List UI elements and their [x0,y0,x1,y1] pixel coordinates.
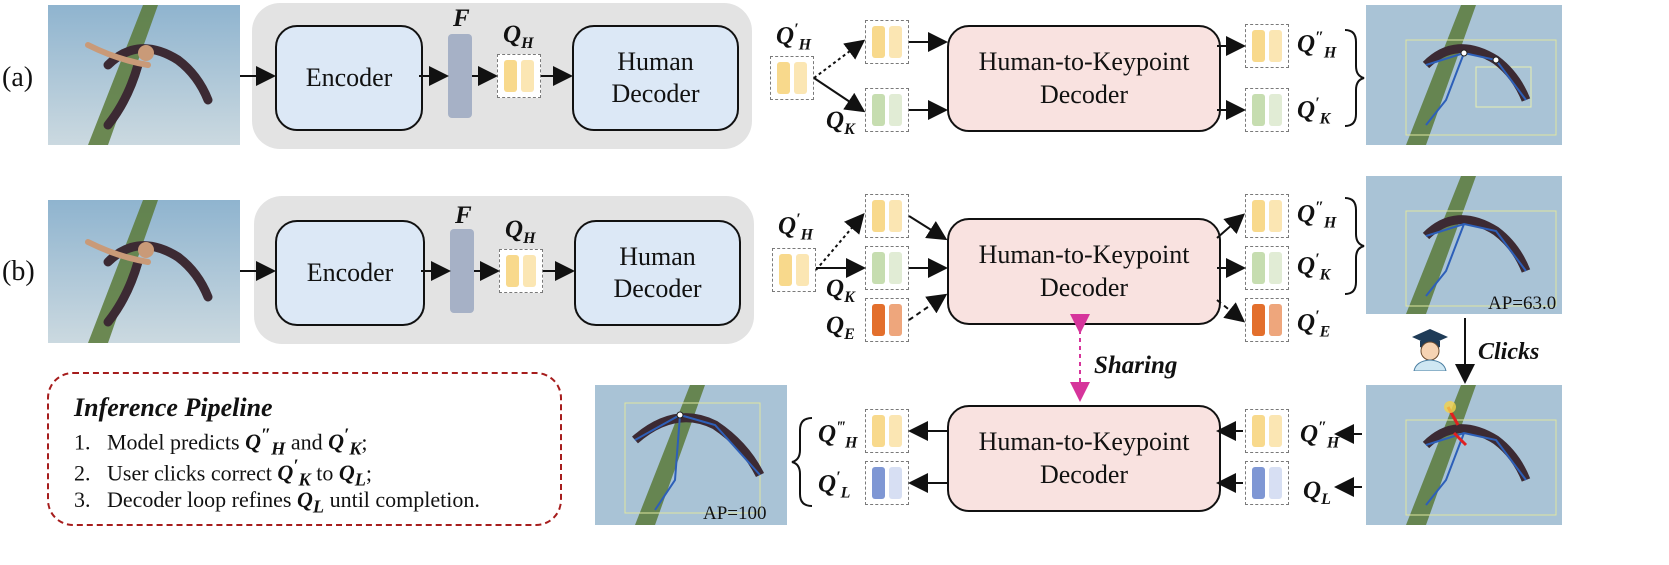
inference-pipeline-box [47,372,562,526]
symbol-QHprime-b: Q′H [778,211,814,244]
ap-label-refined: AP=100 [703,503,767,524]
person-photo-icon [595,385,787,525]
human-decoder-block-b: Human Decoder [574,220,741,326]
query-box-green-b-out [1245,246,1289,290]
query-box-yellow-b-out [1245,194,1289,238]
encoder-label: Encoder [305,62,393,92]
inference-pipeline-title: Inference Pipeline [74,393,273,422]
symbol-QL: QL [1303,477,1331,508]
h2k-decoder-block-refine: Human-to-Keypoint Decoder [947,405,1221,512]
person-photo-icon [48,200,240,343]
symbol-QHdprime-b: Q″H [1297,199,1337,232]
symbol-QK-b: QK [826,275,855,306]
user-with-graduation-cap-icon [1408,325,1452,372]
query-box-yellow-b-in [865,194,909,238]
query-box-blue-refine-in [1245,461,1289,505]
symbol-QHtprime: Q‴H [818,419,858,452]
legend-step-3: 3. Decoder loop refines QL until complet… [74,487,480,517]
encoder-block-b: Encoder [275,220,425,326]
query-box-yellow-refine-in [1245,409,1289,453]
encoder-label: Encoder [306,257,394,287]
h2k-line1: Human-to-Keypoint [978,427,1190,456]
symbol-QE-b: QE [826,312,855,343]
clicked-image [1366,385,1562,525]
query-box-yellow-refine-out [865,409,909,453]
h2k-decoder-block-a: Human-to-Keypoint Decoder [947,25,1221,132]
query-box-yellow-a-out [1245,24,1289,68]
person-photo-icon [48,5,240,145]
query-box-QH-b [499,249,543,293]
input-image-a [48,5,240,145]
ap-label-b-output: AP=63.0 [1488,293,1557,314]
query-box-green-a-in [865,88,909,132]
clicks-label: Clicks [1478,339,1540,365]
human-decoder-block-a: Human Decoder [572,25,739,131]
human-decoder-line1: Human [619,241,696,271]
person-photo-icon [1366,176,1562,314]
symbol-QLprime: Q′L [818,469,851,502]
query-box-QHprime-b [772,248,816,292]
symbol-F-b: F [455,202,472,229]
symbol-QK-a: QK [826,107,855,138]
encoder-block-a: Encoder [275,25,423,131]
symbol-QHdprime-a: Q″H [1297,29,1337,62]
human-decoder-line2: Decoder [611,79,700,108]
human-decoder-line1: Human [617,46,694,76]
refined-image [595,385,787,525]
query-box-orange-b-out [1245,298,1289,342]
human-decoder-line2: Decoder [613,274,702,303]
symbol-QHprime-a: Q′H [776,21,812,54]
query-box-QHprime-a [770,56,814,100]
symbol-QKprime-b: Q′K [1297,251,1331,284]
feature-bar-b [450,229,474,313]
h2k-line2: Decoder [1039,272,1129,302]
h2k-line1: Human-to-Keypoint [978,47,1190,76]
sharing-label: Sharing [1094,352,1178,379]
query-box-blue-refine-out [865,461,909,505]
query-box-yellow-a-in [865,20,909,64]
symbol-QHdprime-refine: Q″H [1300,419,1340,452]
legend-step-1: 1. Model predicts Q″H and Q′K; [74,425,368,459]
legend-step-2: 2. User clicks correct Q′K to QL; [74,456,373,490]
symbol-QEprime-b: Q′E [1297,308,1331,341]
person-photo-icon [1366,385,1562,525]
feature-bar-a [448,34,472,118]
symbol-QH-b: QH [505,216,536,247]
symbol-QKprime-a: Q′K [1297,95,1331,128]
h2k-decoder-block-b: Human-to-Keypoint Decoder [947,218,1221,325]
person-photo-icon [1366,5,1562,145]
query-box-QH-a [497,54,541,98]
query-box-orange-b-in [865,298,909,342]
input-image-b [48,200,240,343]
h2k-line1: Human-to-Keypoint [978,240,1190,269]
symbol-F-a: F [453,5,470,32]
row-label-b: (b) [2,256,35,287]
query-box-green-b-in [865,246,909,290]
output-image-b [1366,176,1562,314]
row-label-a: (a) [2,62,34,93]
h2k-line2: Decoder [1039,79,1129,109]
symbol-QH-a: QH [503,21,534,52]
output-image-a [1366,5,1562,145]
h2k-line2: Decoder [1039,459,1129,489]
